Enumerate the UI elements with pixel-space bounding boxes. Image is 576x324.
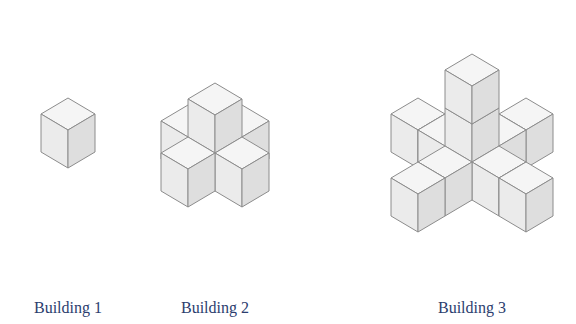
building-three [391,54,553,232]
building-one [41,98,95,168]
building-label: Building 2 [181,298,249,317]
building-label: Building 1 [34,298,102,317]
building-two [161,83,269,207]
building-label: Building 3 [438,298,506,317]
